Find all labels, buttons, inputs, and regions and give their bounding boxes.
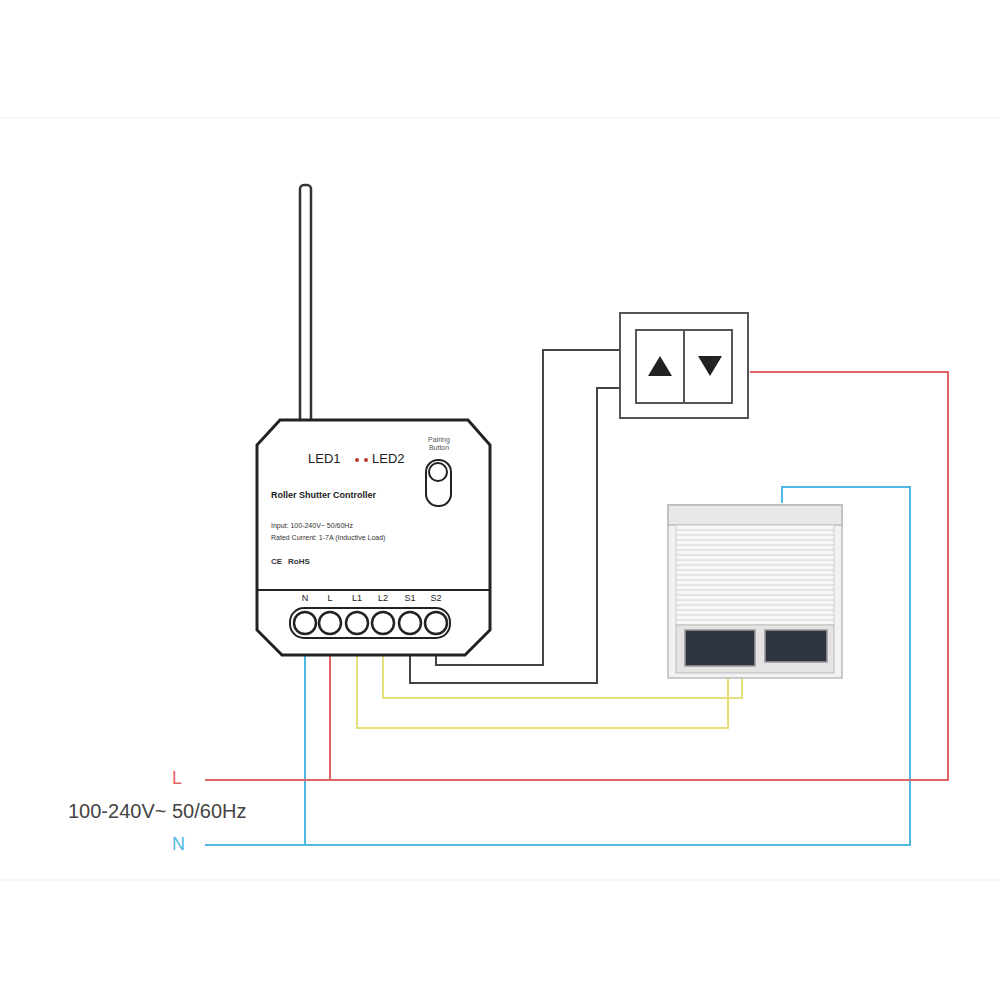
cert-mark: RoHS: [288, 557, 310, 566]
terminal-label: S2: [430, 593, 441, 603]
terminal-label: S1: [404, 593, 415, 603]
terminal-label: N: [302, 593, 309, 603]
line-label: L: [172, 768, 182, 789]
product-name: Roller Shutter Controller: [271, 490, 376, 500]
terminal-label: L1: [352, 593, 362, 603]
rating-text: Input: 100-240V~ 50/60Hz: [271, 522, 353, 530]
led-label: LED1: [308, 452, 341, 467]
terminal-label: L: [327, 593, 332, 603]
terminal-label: L2: [378, 593, 388, 603]
button-label: Pairing Button: [422, 436, 456, 452]
led-label: LED2: [372, 452, 405, 467]
cert-mark: CE: [271, 557, 282, 566]
supply-label: 100-240V~ 50/60Hz: [68, 800, 246, 823]
rating-text: Rated Current: 1-7A (Inductive Load): [271, 534, 385, 542]
neutral-label: N: [172, 834, 185, 855]
